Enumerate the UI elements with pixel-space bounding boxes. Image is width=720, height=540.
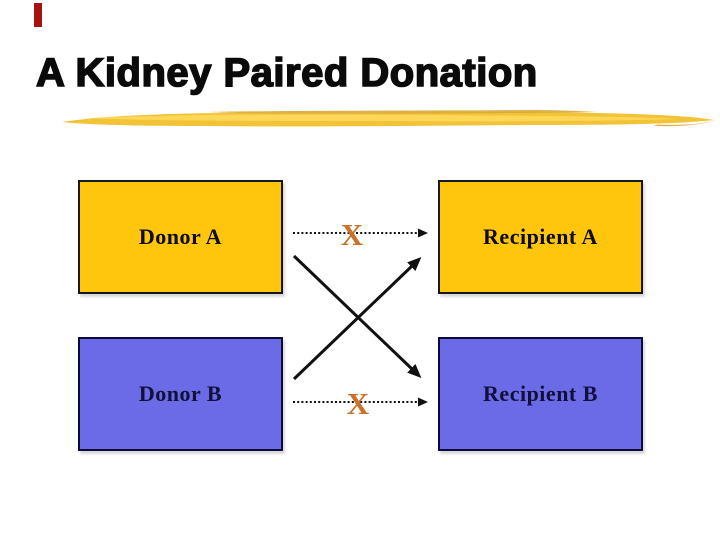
node-donor-a: Donor A xyxy=(78,180,283,294)
node-recipient-a: Recipient A xyxy=(438,180,643,294)
x-mark-incompatible-bottom: X xyxy=(346,386,370,421)
arrow-donor-b-to-recipient-a xyxy=(292,257,422,381)
node-recipient-b: Recipient B xyxy=(438,337,643,451)
slide-title: A Kidney Paired Donation xyxy=(35,50,538,96)
x-mark-incompatible-top: X xyxy=(340,217,364,252)
node-donor-b-label: Donor B xyxy=(138,381,223,406)
node-donor-a-label: Donor A xyxy=(138,224,223,249)
node-recipient-a-label: Recipient A xyxy=(483,224,598,249)
corner-accent-bar xyxy=(34,3,42,27)
node-donor-b: Donor B xyxy=(78,337,283,451)
brush-underline-decoration xyxy=(62,110,716,127)
arrow-donor-a-to-recipient-b xyxy=(292,254,422,378)
node-recipient-b-label: Recipient B xyxy=(483,381,598,406)
